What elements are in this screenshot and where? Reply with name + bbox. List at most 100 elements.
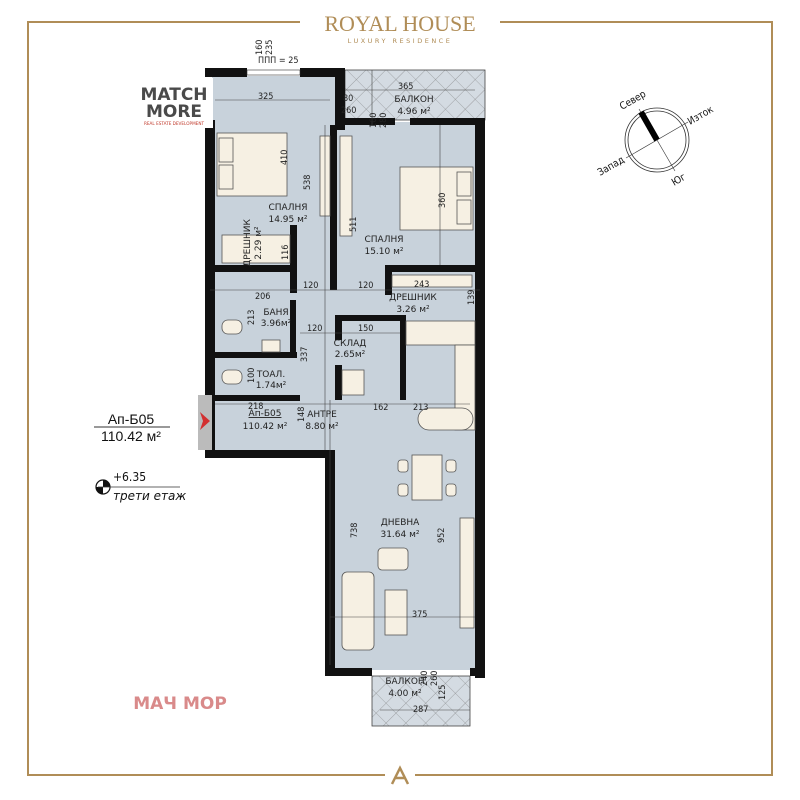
svg-text:+6.35: +6.35 — [113, 470, 146, 484]
room-name: БАНЯ — [263, 308, 288, 318]
brand-subtitle: LUXURY RESIDENCE — [348, 37, 453, 45]
compass-icon: Север Изток Запад Юг — [596, 89, 716, 189]
dimension-label: 160 — [369, 113, 379, 128]
closet-shelf — [391, 274, 473, 288]
dimension-label: 120 — [307, 324, 322, 334]
dimension-label: 125 — [438, 685, 448, 700]
apartment-name: Ап-Б05 — [108, 411, 155, 427]
tv-unit — [459, 517, 475, 629]
watermark-text: МАЧ МОР — [133, 694, 227, 714]
room-name: АНТРЕ — [307, 410, 337, 420]
chair — [397, 483, 409, 497]
dimension-label: 337 — [300, 347, 310, 362]
dimension-label: 365 — [398, 82, 413, 92]
dimension-label: 160 — [255, 40, 265, 55]
chair — [445, 459, 457, 473]
dimension-label: 287 — [413, 705, 428, 715]
svg-text:Запад: Запад — [596, 155, 627, 179]
room-name: ДНЕВНА — [381, 518, 420, 528]
chair — [445, 483, 457, 497]
room-name: СПАЛНЯ — [365, 235, 404, 245]
entrance-arrow-icon — [200, 412, 210, 430]
developer-logo: MATCH MORE REAL ESTATE DEVELOPMENT — [135, 78, 213, 128]
dimension-label: 260 — [341, 106, 356, 116]
room-area: 2.29 м² — [254, 226, 264, 260]
svg-text:MATCH: MATCH — [140, 85, 207, 105]
furniture — [216, 132, 476, 651]
wardrobe — [339, 135, 353, 237]
dimension-label: 206 — [255, 292, 270, 302]
room-area: 4.00 м² — [388, 689, 422, 699]
room-labels: СПАЛНЯ 14.95 м² ДРЕШНИК 2.29 м² СПАЛНЯ 1… — [243, 95, 438, 699]
svg-text:Изток: Изток — [686, 104, 716, 128]
dimension-label: 360 — [438, 193, 448, 208]
dimension-label: ППП = 25 — [258, 56, 299, 66]
dimension-lines — [210, 70, 480, 711]
dimension-label: 260 — [430, 671, 440, 686]
dimension-label: 325 — [258, 92, 273, 102]
kitchen-counter — [405, 320, 476, 346]
sink — [261, 339, 281, 353]
bottom-logo-icon — [390, 765, 410, 785]
svg-text:Север: Север — [618, 89, 648, 113]
dimension-label: 235 — [265, 40, 275, 55]
dimension-label: 120 — [303, 281, 318, 291]
dimension-label: 213 — [247, 310, 257, 325]
dimension-label: 139 — [467, 290, 477, 305]
dimension-label: 410 — [280, 150, 290, 165]
dimension-label: 120 — [358, 281, 373, 291]
dimension-label: 218 — [248, 402, 263, 412]
svg-text:MORE: MORE — [146, 102, 202, 122]
room-area: 2.65м² — [335, 350, 366, 360]
brand-title: ROYAL HOUSE — [324, 11, 475, 36]
svg-text:трети етаж: трети етаж — [113, 489, 186, 503]
room-name: ДРЕШНИК — [389, 293, 437, 303]
dimension-label: 738 — [350, 523, 360, 538]
room-area: 1.74м² — [256, 381, 287, 391]
room-area: 3.96м² — [261, 319, 292, 329]
svg-text:Юг: Юг — [670, 172, 688, 189]
dimension-label: 150 — [358, 324, 373, 334]
level-marker: +6.35 трети етаж — [95, 470, 186, 503]
room-name: БАЛКОН — [394, 95, 433, 105]
room-name: ТОАЛ. — [256, 370, 285, 380]
dimension-label: 375 — [412, 610, 427, 620]
coffee-table — [384, 589, 408, 636]
apartment-area: 110.42 м² — [101, 428, 161, 444]
room-area: 4.96 м² — [397, 107, 431, 117]
room-area: 31.64 м² — [380, 530, 419, 540]
room-area: 14.95 м² — [268, 215, 307, 225]
closet-shelf — [221, 234, 291, 264]
room-area: 15.10 м² — [364, 247, 403, 257]
toilet — [221, 319, 243, 335]
dimension-label: 243 — [414, 280, 429, 290]
dimension-label: 240 — [420, 671, 430, 686]
storage-unit — [341, 369, 365, 396]
dining-table — [411, 454, 443, 501]
dimension-label: 511 — [349, 217, 359, 232]
chair — [397, 459, 409, 473]
dimensions: 160 235 ППП = 25 325 365 80 260 160 280 … — [247, 40, 477, 715]
room-name: СКЛАД — [334, 339, 367, 349]
room-name: БАЛКОН — [385, 677, 424, 687]
room-area: 110.42 м² — [243, 422, 288, 432]
dimension-label: 280 — [379, 113, 389, 128]
dimension-label: 213 — [413, 403, 428, 413]
sofa — [341, 571, 375, 651]
dimension-label: 538 — [303, 175, 313, 190]
room-name: ДРЕШНИК — [243, 219, 253, 267]
toilet — [221, 369, 243, 385]
svg-text:REAL ESTATE DEVELOPMENT: REAL ESTATE DEVELOPMENT — [144, 121, 204, 126]
dimension-label: 100 — [247, 368, 257, 383]
round-table — [417, 407, 474, 431]
dimension-label: 148 — [297, 407, 307, 422]
dimension-label: 80 — [343, 94, 353, 104]
dimension-label: 116 — [281, 245, 291, 260]
room-area: 3.26 м² — [396, 305, 430, 315]
dimension-label: 952 — [437, 528, 447, 543]
room-area: 8.80 м² — [305, 422, 339, 432]
armchair — [377, 547, 409, 571]
room-name: Ап-Б05 — [249, 409, 282, 419]
room-name: СПАЛНЯ — [269, 203, 308, 213]
